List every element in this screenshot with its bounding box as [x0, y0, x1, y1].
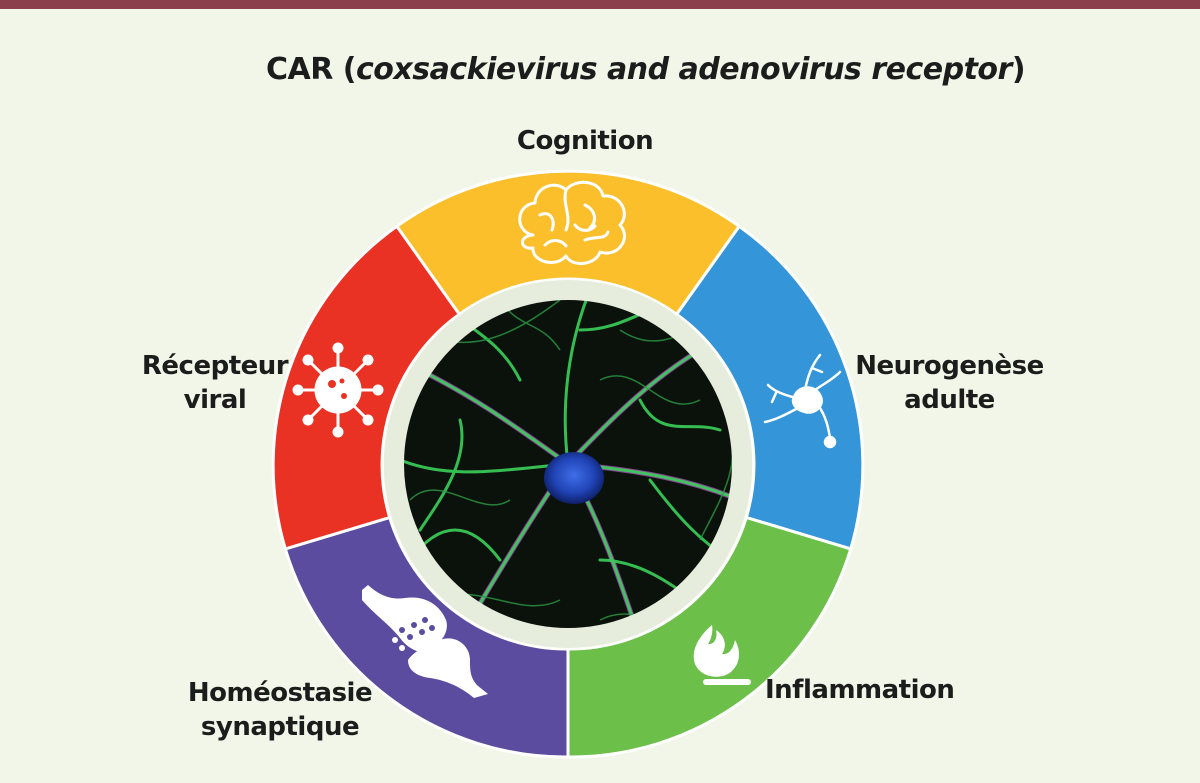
label-neurogenese-adulte: Neurogenèse adulte: [855, 351, 1044, 415]
synapse-icon: [362, 585, 488, 698]
brain-icon: [518, 180, 626, 265]
segment-recepteur: [271, 224, 462, 551]
segment-cognition: [394, 169, 742, 317]
label-homeostasie-synaptique: Homéostasie synaptique: [187, 678, 373, 742]
flame-icon: [693, 625, 751, 685]
diagram-title: CAR (coxsackievirus and adenovirus recep…: [266, 52, 1026, 87]
label-cognition: Cognition: [516, 126, 654, 156]
label-recepteur-viral: Récepteur viral: [141, 351, 289, 415]
top-bar: [0, 0, 1200, 9]
label-inflammation: Inflammation: [765, 675, 955, 705]
virus-icon: [292, 342, 384, 438]
neuron-icon: [763, 353, 842, 449]
